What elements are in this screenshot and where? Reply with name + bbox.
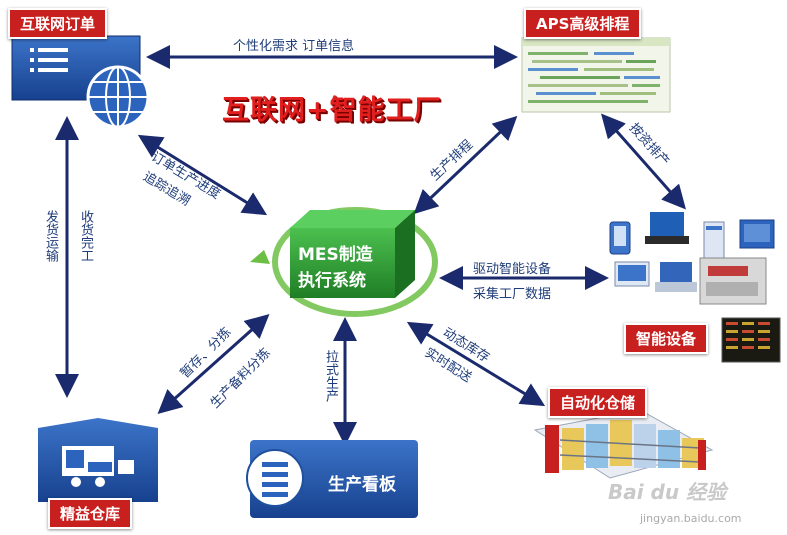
edge-mes-board: 拉式生产 [323,350,338,402]
production-board-icon [246,440,418,518]
edge-order-aps: 个性化需求 订单信息 [233,39,355,54]
edge-order-warehouse-2: 发货运输 [43,210,58,262]
node-internet-order: 互联网订单 [8,8,108,39]
node-auto-storage: 自动化仓储 [548,387,648,418]
smart-device-icons [609,212,775,305]
internet-order-icon [11,35,150,129]
arrows [55,45,686,446]
auto-storage-graphic [533,409,714,479]
mes-label-line1: MES制造 [298,245,373,265]
arrow-aps-mes [413,115,518,215]
watermark-url: jingyan.baidu.com [640,512,742,525]
lean-warehouse-icon [38,418,158,502]
node-aps: APS高级排程 [524,8,642,39]
arrow-mes-warehouse [157,314,270,414]
aps-schedule-thumbnail [521,37,671,113]
arrow-order-mes [137,134,268,216]
edge-mes-device-2: 采集工厂数据 [473,287,552,302]
node-production-board: 生产看板 [328,475,396,495]
node-lean-warehouse: 精益仓库 [48,498,133,529]
device-dashboard-thumbnail [721,317,781,363]
arrow-mes-storage [406,321,546,407]
diagram-title: 互联网+智能工厂 [222,95,442,126]
edge-mes-device-1: 驱动智能设备 [473,262,552,277]
node-smart-device: 智能设备 [624,323,709,354]
arrow-aps-device [601,113,686,210]
edge-order-warehouse-1: 收货完工 [78,210,93,262]
mes-cube [250,207,438,317]
watermark-brand: Bai du 经验 [608,480,727,504]
mes-label-line2: 执行系统 [298,271,366,291]
